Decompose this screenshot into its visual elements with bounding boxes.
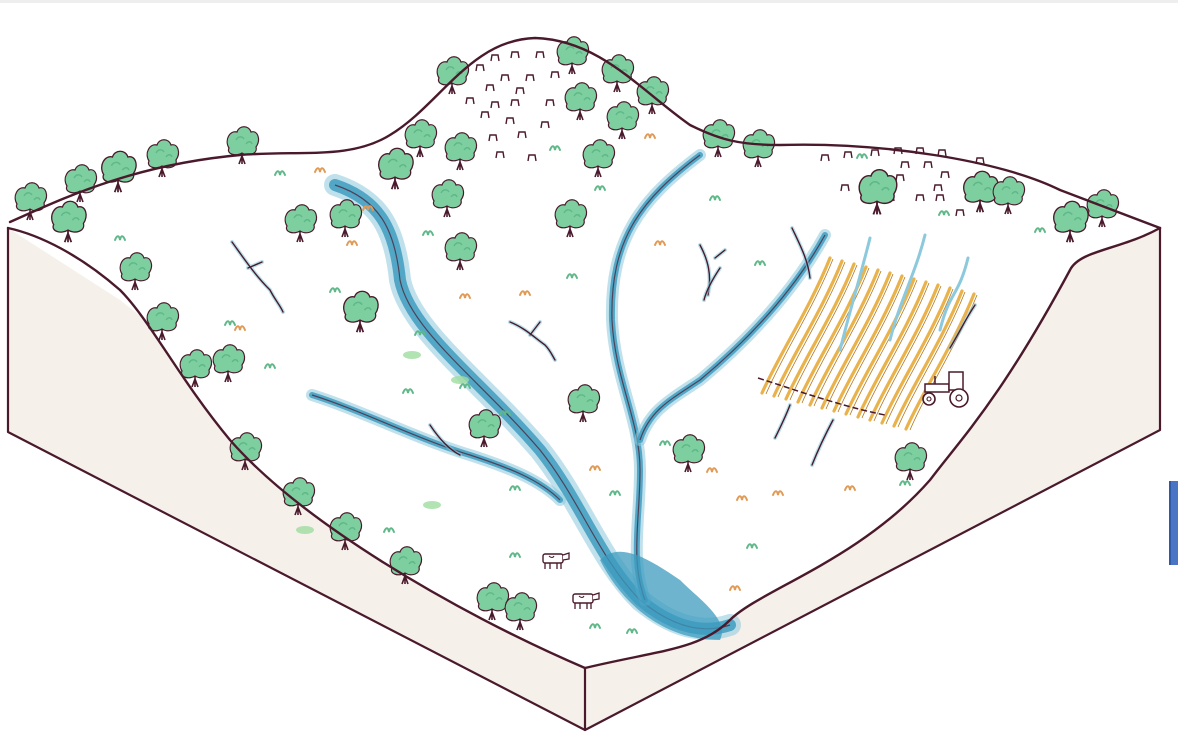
grass-patch — [403, 351, 421, 359]
land-surface — [10, 38, 1160, 668]
grass-patch — [451, 376, 469, 384]
edge-tab[interactable] — [1169, 481, 1178, 565]
surface-fill — [10, 38, 1160, 668]
grass-patch — [423, 501, 441, 509]
grass-patch — [296, 526, 314, 534]
